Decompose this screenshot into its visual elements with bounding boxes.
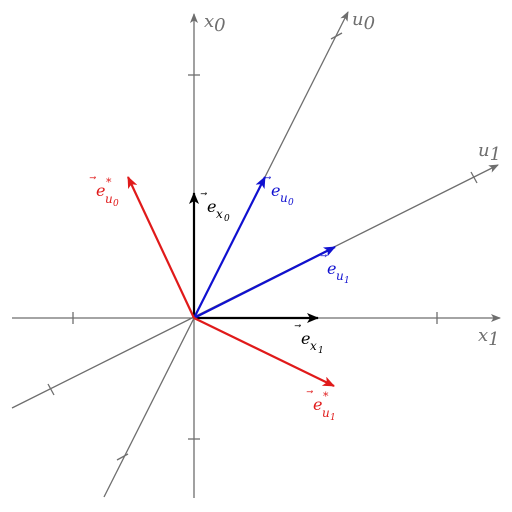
svg-text:*: * [106,176,112,189]
svg-text:u: u [105,192,113,206]
svg-text:e: e [327,259,336,278]
u1-axis-tick [47,383,55,396]
label-e-x1: e ⃗ x 1 [294,324,324,356]
label-e-u1-star: e ⃗ * u 1 [306,390,336,423]
vector-e-u1 [193,246,336,319]
u0-axis-tick [330,32,343,40]
svg-text:1: 1 [318,346,324,356]
svg-text:e: e [301,329,310,348]
vector-e-u0-star [127,176,195,319]
vector-e-u0 [193,176,266,319]
svg-text:1: 1 [330,413,336,423]
svg-text:u: u [336,269,344,283]
u1-axis-tick [470,171,478,184]
svg-text:e: e [96,181,105,200]
label-e-u1: e ⃗ u 1 [320,254,350,286]
vector-e-u1-star [193,317,335,387]
svg-text:x: x [310,339,317,353]
svg-text:e: e [207,197,216,216]
svg-text:⃗: ⃗ [294,324,301,328]
svg-text:1: 1 [344,276,350,286]
x1-axis-label: x1 [478,325,500,350]
u0-axis-tick [116,453,129,461]
svg-text:e: e [271,181,280,200]
label-e-x0: e ⃗ x 0 [200,192,230,224]
u0-axis-label: u0 [352,9,375,34]
svg-text:*: * [323,390,329,403]
svg-text:⃗: ⃗ [89,176,96,180]
svg-text:u: u [280,191,288,205]
svg-text:0: 0 [288,198,294,208]
svg-text:⃗: ⃗ [306,390,313,394]
label-e-u0: e ⃗ u 0 [264,176,294,208]
u1-axis-label: u1 [478,140,501,165]
svg-text:⃗: ⃗ [200,192,207,196]
x0-axis-label: x0 [204,11,226,36]
svg-text:0: 0 [113,199,119,209]
svg-text:e: e [313,395,322,414]
svg-text:x: x [216,207,223,221]
svg-text:0: 0 [224,214,230,224]
label-e-u0-star: e ⃗ * u 0 [89,176,119,209]
svg-text:u: u [322,406,330,420]
